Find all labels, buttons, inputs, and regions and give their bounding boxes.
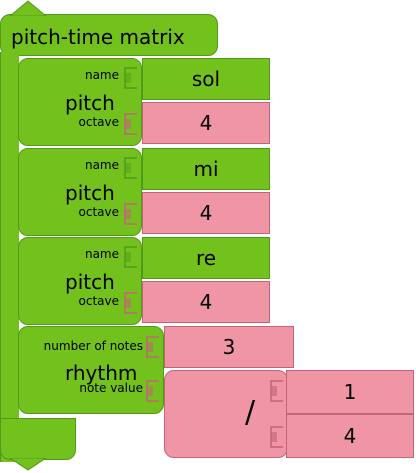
note-name-text: sol [191, 67, 221, 91]
matrix-bottom-notch-icon [10, 458, 46, 471]
note-name-value[interactable]: mi [142, 148, 270, 190]
divide-operator: / [245, 395, 256, 430]
octave-value[interactable]: 4 [142, 102, 270, 144]
matrix-top-notch-icon [10, 0, 46, 16]
pitch-name-label: name [84, 158, 119, 172]
pitch-octave-label: octave [78, 115, 119, 129]
pitch-block[interactable]: name pitch octave [18, 237, 142, 325]
rhythm-block[interactable]: number of notes rhythm note value [18, 326, 164, 414]
pitch-octave-label: octave [78, 205, 119, 219]
rhythm-notes-label: number of notes [43, 339, 143, 353]
connector-icon [124, 246, 137, 268]
pitch-title: pitch [65, 270, 115, 294]
matrix-clamp-arm [0, 52, 19, 462]
octave-text: 4 [199, 290, 213, 314]
connector-icon [124, 67, 137, 89]
connector-icon [270, 426, 283, 448]
note-name-value[interactable]: re [142, 237, 270, 279]
pitch-octave-label: octave [78, 294, 119, 308]
pitch-block[interactable]: name pitch octave [18, 58, 142, 146]
number-of-notes-value[interactable]: 3 [164, 326, 294, 368]
connector-icon [146, 380, 159, 402]
connector-icon [124, 292, 137, 314]
pitch-title: pitch [65, 91, 115, 115]
octave-text: 4 [199, 111, 213, 135]
note-name-text: mi [193, 157, 219, 181]
octave-value[interactable]: 4 [142, 192, 270, 234]
pitch-time-matrix-block[interactable]: pitch-time matrix [0, 14, 218, 56]
octave-value[interactable]: 4 [142, 281, 270, 323]
divide-block[interactable]: / [164, 370, 288, 458]
pitch-block[interactable]: name pitch octave [18, 148, 142, 236]
matrix-title: pitch-time matrix [11, 25, 185, 49]
numerator-value[interactable]: 1 [286, 370, 414, 414]
connector-icon [124, 203, 137, 225]
number-of-notes-text: 3 [222, 335, 236, 359]
rhythm-note-value-label: note value [79, 381, 143, 395]
rhythm-title: rhythm [65, 361, 138, 385]
octave-text: 4 [199, 201, 213, 225]
connector-icon [146, 336, 159, 358]
matrix-clamp-bottom [0, 418, 76, 460]
note-name-text: re [195, 246, 217, 270]
pitch-name-label: name [84, 68, 119, 82]
connector-icon [124, 113, 137, 135]
note-name-value[interactable]: sol [142, 58, 270, 100]
connector-icon [270, 380, 283, 402]
connector-icon [124, 157, 137, 179]
pitch-title: pitch [65, 181, 115, 205]
numerator-text: 1 [343, 380, 357, 404]
denominator-value[interactable]: 4 [286, 414, 414, 458]
pitch-name-label: name [84, 247, 119, 261]
denominator-text: 4 [343, 424, 357, 448]
